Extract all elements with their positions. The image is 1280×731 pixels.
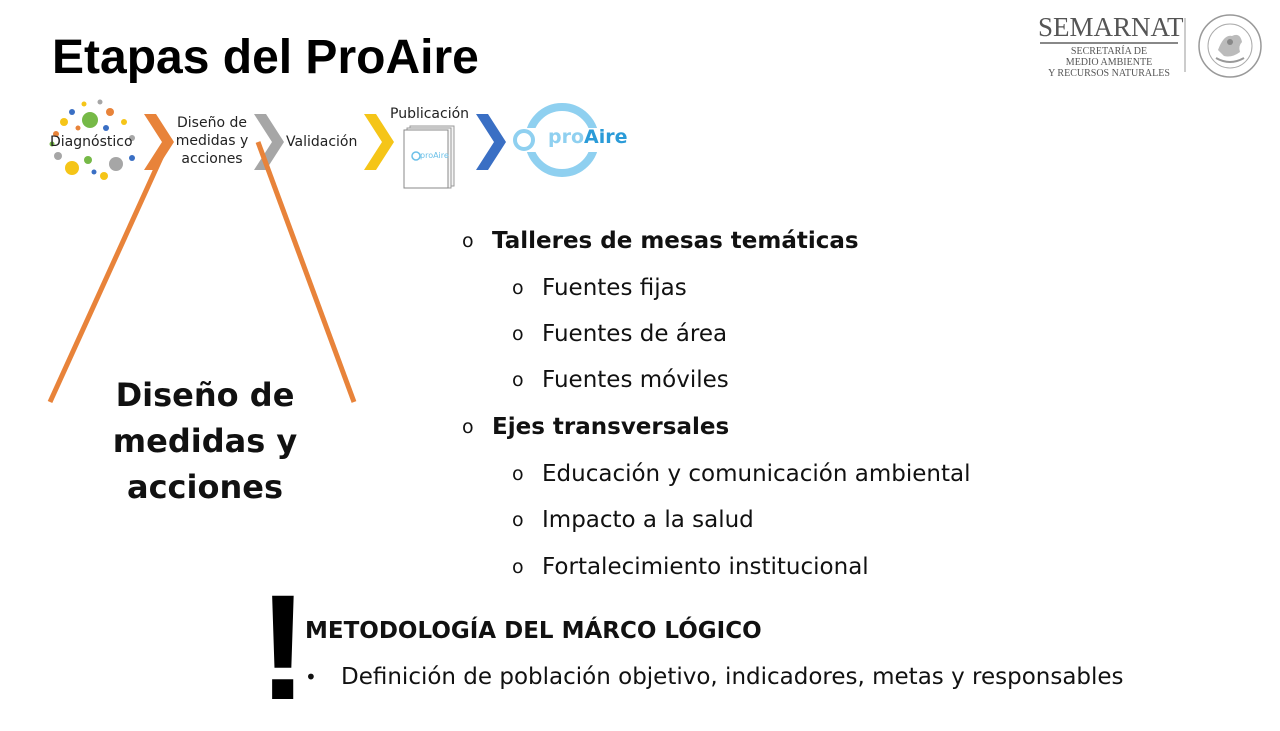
bullet-marker: o <box>462 230 474 252</box>
chevron-right-icon <box>476 114 506 170</box>
list-item-text: Ejes transversales <box>492 414 730 440</box>
semarnat-logo-divider <box>1040 42 1178 44</box>
list-item-text: Fuentes fijas <box>542 275 687 301</box>
list-item-text: Impacto a la salud <box>542 507 754 533</box>
proaire-logo-icon <box>510 103 614 177</box>
list-item: o Fuentes de área <box>512 321 727 347</box>
list-item: o Fortalecimiento institucional <box>512 554 869 580</box>
semarnat-logo-line-3: Y RECURSOS NATURALES <box>1048 68 1170 79</box>
detail-title-line-1: Diseño de <box>115 376 295 414</box>
slide-title: Etapas del ProAire <box>52 31 479 84</box>
bullet-marker: o <box>512 369 524 391</box>
list-item: o Talleres de mesas temáticas <box>462 228 859 254</box>
list-item: o Ejes transversales <box>462 414 729 440</box>
list-item-text: Talleres de mesas temáticas <box>492 228 859 254</box>
step-diseno-line-2: medidas y <box>175 133 249 149</box>
list-item-text: Educación y comunicación ambiental <box>542 461 971 487</box>
document-icon <box>403 125 455 189</box>
chevron-right-icon <box>364 114 394 170</box>
list-item-text: Fuentes de área <box>542 321 728 347</box>
proaire-logo-text: proAire <box>548 126 628 148</box>
methodology-title: METODOLOGÍA DEL MÁRCO LÓGICO <box>305 618 762 644</box>
bullet-marker: o <box>512 277 524 299</box>
step-diseno-label: Diseño de medidas y acciones <box>172 114 252 168</box>
step-diagnostico-label: Diagnóstico <box>50 134 133 150</box>
proaire-logo-aire: Aire <box>584 126 628 148</box>
bullet-marker: o <box>462 416 474 438</box>
bullet-marker: o <box>512 556 524 578</box>
document-logo-text: proAire <box>420 151 449 160</box>
detail-title-line-3: acciones <box>126 468 283 506</box>
step-diseno-line-1: Diseño de <box>177 115 247 131</box>
bullet-marker: o <box>512 509 524 531</box>
bullet-dot: • <box>305 665 317 689</box>
list-item: o Impacto a la salud <box>512 507 754 533</box>
list-item-text: Fortalecimiento institucional <box>542 554 869 580</box>
detail-title: Diseño de medidas y acciones <box>80 372 330 510</box>
mexico-seal-icon <box>1198 14 1262 78</box>
bullet-marker: o <box>512 323 524 345</box>
exclamation-mark-icon: ! <box>258 563 308 731</box>
step-validacion-label: Validación <box>286 134 358 150</box>
methodology-item-text: Definición de población objetivo, indica… <box>341 664 1124 690</box>
methodology-item: • Definición de población objetivo, indi… <box>305 664 1124 690</box>
list-item-text: Fuentes móviles <box>542 367 729 393</box>
list-item: o Educación y comunicación ambiental <box>512 461 971 487</box>
diagnostico-dots-icon <box>49 99 135 180</box>
list-item: o Fuentes fijas <box>512 275 687 301</box>
logo-separator <box>1184 18 1186 72</box>
semarnat-logo-line-2: MEDIO AMBIENTE <box>1065 57 1153 68</box>
step-diseno-line-3: acciones <box>181 151 243 167</box>
semarnat-logo-name: SEMARNAT <box>1038 12 1184 42</box>
bullet-marker: o <box>512 463 524 485</box>
detail-title-line-2: medidas y <box>112 422 298 460</box>
list-item: o Fuentes móviles <box>512 367 729 393</box>
semarnat-logo-line-1: SECRETARÍA DE <box>1070 46 1148 57</box>
detail-connector-lines <box>47 136 357 404</box>
chevron-right-icon <box>254 114 284 170</box>
step-publicacion-label: Publicación <box>390 106 470 122</box>
proaire-logo-pro: pro <box>548 126 585 148</box>
